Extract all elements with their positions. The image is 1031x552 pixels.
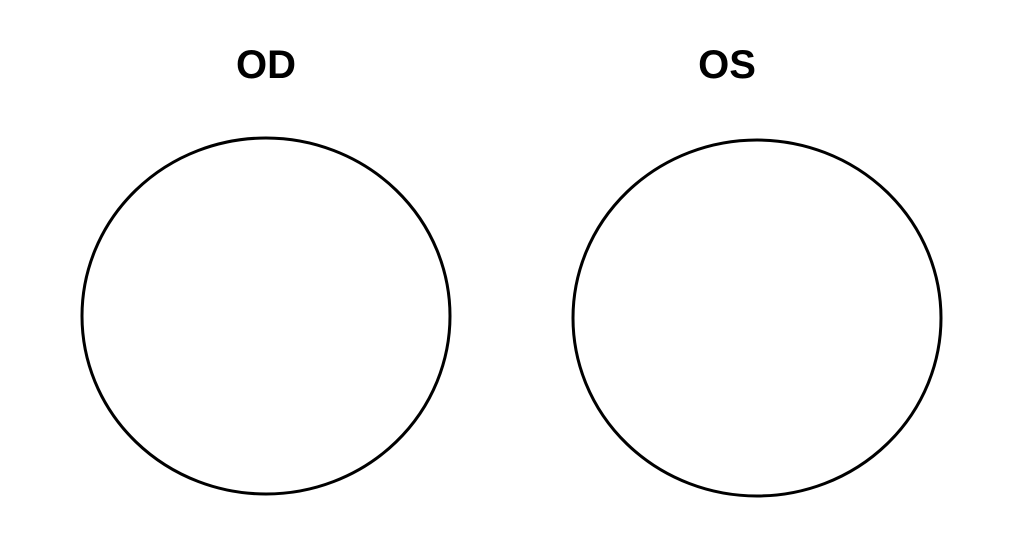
right-eye-label: OD bbox=[236, 43, 296, 87]
left-eye-label: OS bbox=[698, 43, 756, 87]
right-eye-group: OD bbox=[80, 43, 452, 496]
left-eye-circle bbox=[571, 138, 943, 498]
left-eye-group: OS bbox=[571, 43, 943, 498]
right-eye-circle bbox=[80, 136, 452, 496]
